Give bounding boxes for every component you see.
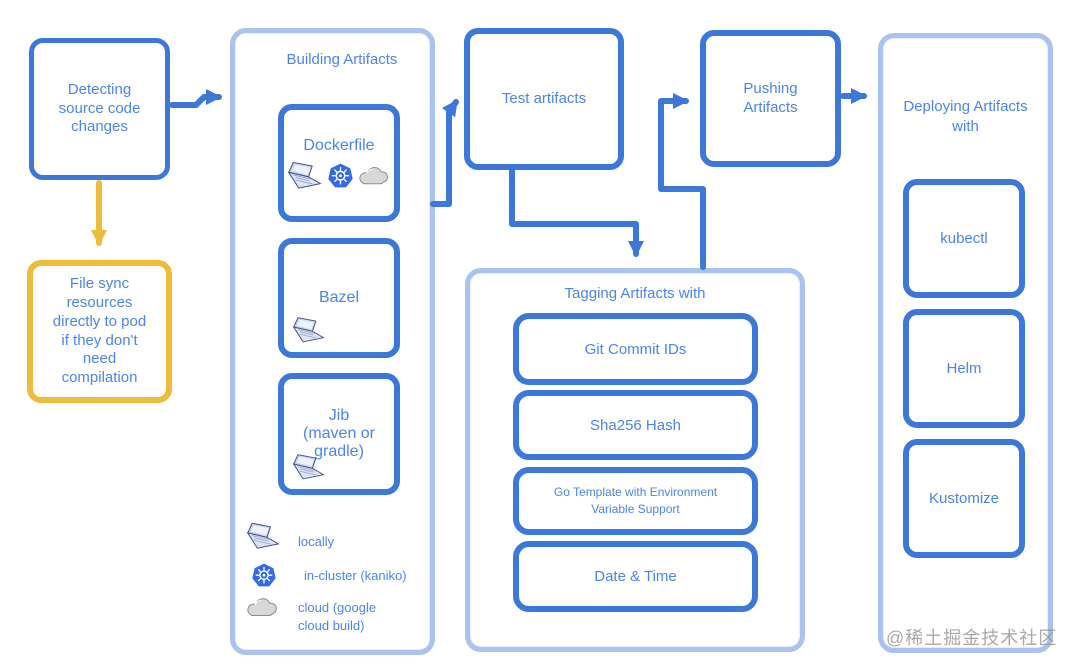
node-label: Date & Time: [594, 568, 677, 585]
node-go-template: Go Template with Environment Variable Su…: [513, 467, 758, 535]
node-label: Sha256 Hash: [590, 416, 681, 434]
node-label: File sync resources directly to pod if t…: [52, 275, 147, 386]
node-label: Jib (maven or gradle): [302, 407, 376, 460]
watermark: @稀土掘金技术社区: [886, 628, 1058, 648]
node-label: Bazel: [318, 289, 360, 306]
laptop-icon: [293, 317, 324, 343]
arrow-detecting-to-building: [169, 89, 222, 108]
cloud-icon: [247, 598, 278, 617]
node-label: Kustomize: [928, 490, 1000, 507]
building-artifacts-title: Building Artifacts: [286, 51, 398, 68]
tagging-artifacts-title: Tagging Artifacts with: [564, 285, 706, 302]
node-file-sync: File sync resources directly to pod if t…: [27, 260, 172, 403]
arrow-tagging-to-pushing: [658, 93, 706, 270]
node-kustomize: Kustomize: [903, 439, 1025, 558]
node-test-artifacts: Test artifacts: [464, 28, 624, 170]
node-label: Go Template with Environment Variable Su…: [553, 484, 718, 516]
arrow-test-to-tagging: [509, 167, 644, 257]
node-kubectl: kubectl: [903, 179, 1025, 298]
node-label: Test artifacts: [501, 89, 587, 107]
kubernetes-icon: [252, 563, 276, 587]
laptop-icon: [288, 161, 321, 189]
node-helm: Helm: [903, 309, 1025, 428]
cloud-icon: [359, 166, 389, 184]
laptop-icon: [247, 522, 279, 549]
legend-item-in-cluster: in-cluster (kaniko): [246, 563, 426, 587]
node-label: Dockerfile: [303, 136, 375, 154]
legend-label: in-cluster (kaniko): [304, 568, 407, 583]
node-label: Detecting source code changes: [58, 80, 141, 136]
node-label: Helm: [946, 360, 982, 377]
node-jib: Jib (maven or gradle): [278, 373, 400, 495]
legend-item-cloud: cloud (google cloud build): [246, 596, 406, 634]
node-pushing-artifacts: Pushing Artifacts: [700, 30, 841, 167]
node-bazel: Bazel: [278, 238, 400, 358]
legend-label: cloud (google cloud build): [298, 600, 377, 633]
node-detecting-source-changes: Detecting source code changes: [29, 38, 170, 180]
node-sha256-hash: Sha256 Hash: [513, 390, 758, 460]
node-date-time: Date & Time: [513, 541, 758, 612]
legend-item-locally: locally: [246, 522, 421, 551]
node-label: Pushing Artifacts: [743, 79, 798, 116]
node-git-commit-ids: Git Commit IDs: [513, 313, 758, 385]
laptop-icon: [293, 454, 324, 480]
node-dockerfile: Dockerfile: [278, 104, 400, 222]
node-label: Git Commit IDs: [584, 340, 687, 358]
legend-label: locally: [298, 534, 335, 549]
arrow-building-to-test: [430, 99, 459, 207]
deploying-artifacts-title: Deploying Artifacts with: [903, 98, 1028, 135]
kubernetes-icon: [328, 162, 353, 188]
node-label: kubectl: [940, 230, 988, 247]
